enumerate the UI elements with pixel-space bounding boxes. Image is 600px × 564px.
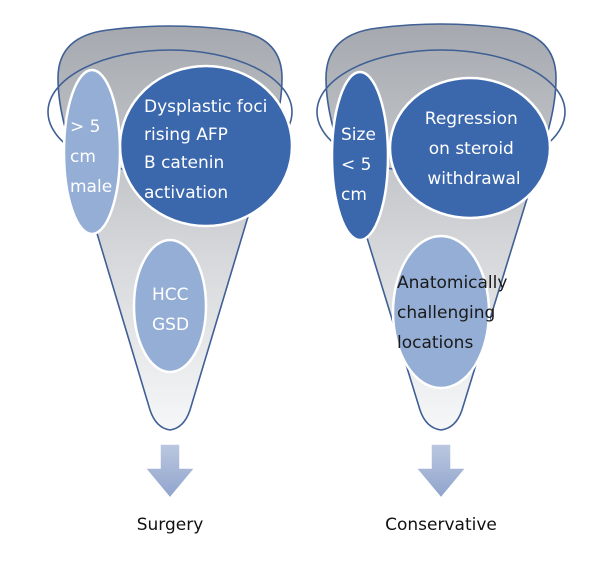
right-response-bubble (388, 76, 552, 220)
left-down-arrow-icon (143, 443, 197, 500)
right-size-bubble (330, 70, 390, 242)
left-risk-text: HCC GSD (152, 285, 194, 335)
left-funnel: > 5 cm male Dysplastic foci rising AFP B… (47, 25, 294, 535)
right-funnel: Size < 5 cm Regression on steroid withdr… (316, 23, 566, 535)
right-down-arrow-icon (414, 443, 468, 500)
left-outcome-label: Surgery (137, 515, 204, 535)
right-location-bubble (391, 234, 491, 390)
left-risk-bubble (132, 238, 208, 374)
left-size-bubble (62, 68, 122, 236)
left-molecular-text: Dysplastic foci rising AFP B catenin act… (144, 97, 273, 203)
left-size-text: > 5 cm male (70, 117, 112, 197)
right-size-text: Size < 5 cm (341, 125, 381, 205)
right-outcome-label: Conservative (385, 515, 497, 535)
right-response-text: Regression on steroid withdrawal (425, 109, 523, 189)
right-location-text: Anatomically challenging locations (397, 273, 513, 353)
